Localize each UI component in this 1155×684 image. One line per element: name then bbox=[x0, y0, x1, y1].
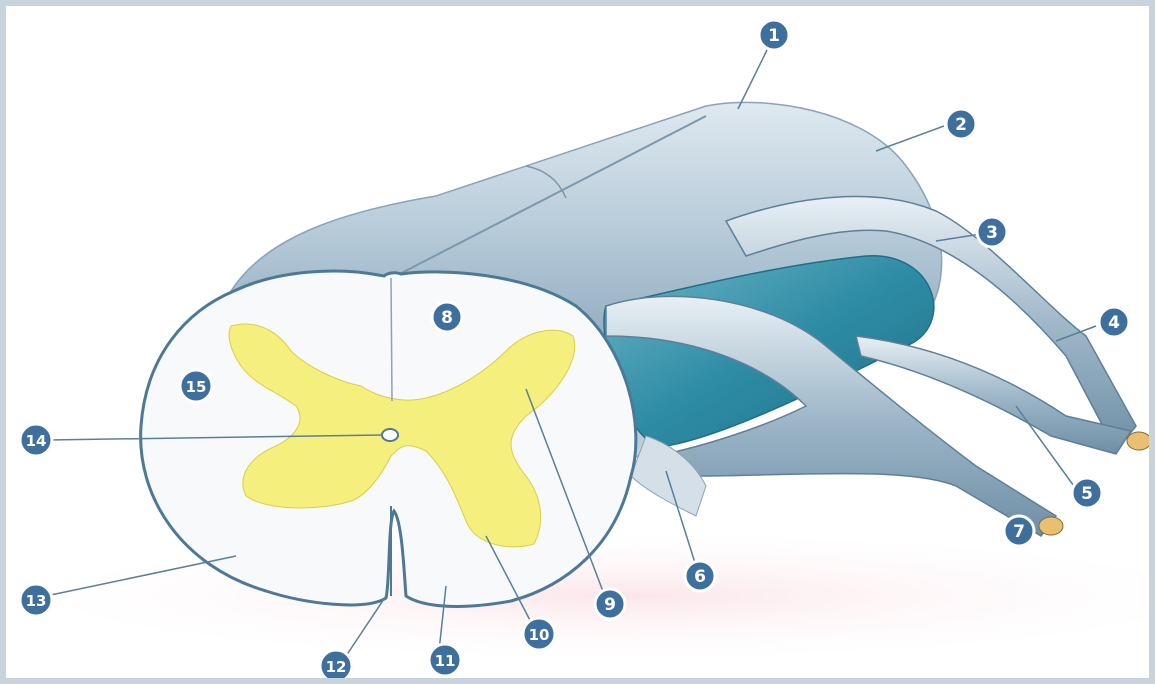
badge-4-text: 4 bbox=[1108, 313, 1120, 333]
badge-6-text: 6 bbox=[694, 567, 706, 587]
badge-11-text: 11 bbox=[435, 652, 456, 670]
badge-2-text: 2 bbox=[955, 115, 967, 135]
spinal-cord-diagram: 1 2 3 4 5 6 7 8 9 10 11 12 bbox=[6, 6, 1149, 678]
badge-12: 12 bbox=[320, 650, 352, 678]
badge-9-text: 9 bbox=[604, 595, 616, 615]
central-canal bbox=[382, 429, 398, 441]
badge-3: 3 bbox=[977, 217, 1007, 247]
badge-5-text: 5 bbox=[1081, 484, 1093, 504]
badge-12-text: 12 bbox=[326, 658, 347, 676]
badge-7-text: 7 bbox=[1013, 522, 1025, 542]
badge-11: 11 bbox=[429, 644, 461, 676]
badge-14-text: 14 bbox=[26, 432, 47, 450]
root-end-right bbox=[1127, 432, 1149, 450]
badge-15-text: 15 bbox=[186, 378, 207, 396]
badge-7: 7 bbox=[1004, 516, 1034, 546]
badge-8: 8 bbox=[432, 302, 462, 332]
badge-5: 5 bbox=[1072, 478, 1102, 508]
badge-10: 10 bbox=[523, 618, 555, 650]
posterior-septum bbox=[391, 278, 392, 401]
badge-13-text: 13 bbox=[26, 592, 47, 610]
diagram-canvas: 1 2 3 4 5 6 7 8 9 10 11 12 bbox=[6, 6, 1149, 678]
badge-14: 14 bbox=[20, 424, 52, 456]
badge-2: 2 bbox=[946, 109, 976, 139]
badge-1-text: 1 bbox=[768, 26, 780, 46]
badge-1: 1 bbox=[759, 20, 789, 50]
badge-9: 9 bbox=[595, 589, 625, 619]
badge-3-text: 3 bbox=[986, 223, 998, 243]
badge-13: 13 bbox=[20, 584, 52, 616]
root-end-lower bbox=[1039, 517, 1063, 535]
badge-15: 15 bbox=[180, 370, 212, 402]
badge-10-text: 10 bbox=[529, 626, 550, 644]
badge-4: 4 bbox=[1099, 307, 1129, 337]
badge-8-text: 8 bbox=[441, 308, 453, 328]
badge-6: 6 bbox=[685, 561, 715, 591]
